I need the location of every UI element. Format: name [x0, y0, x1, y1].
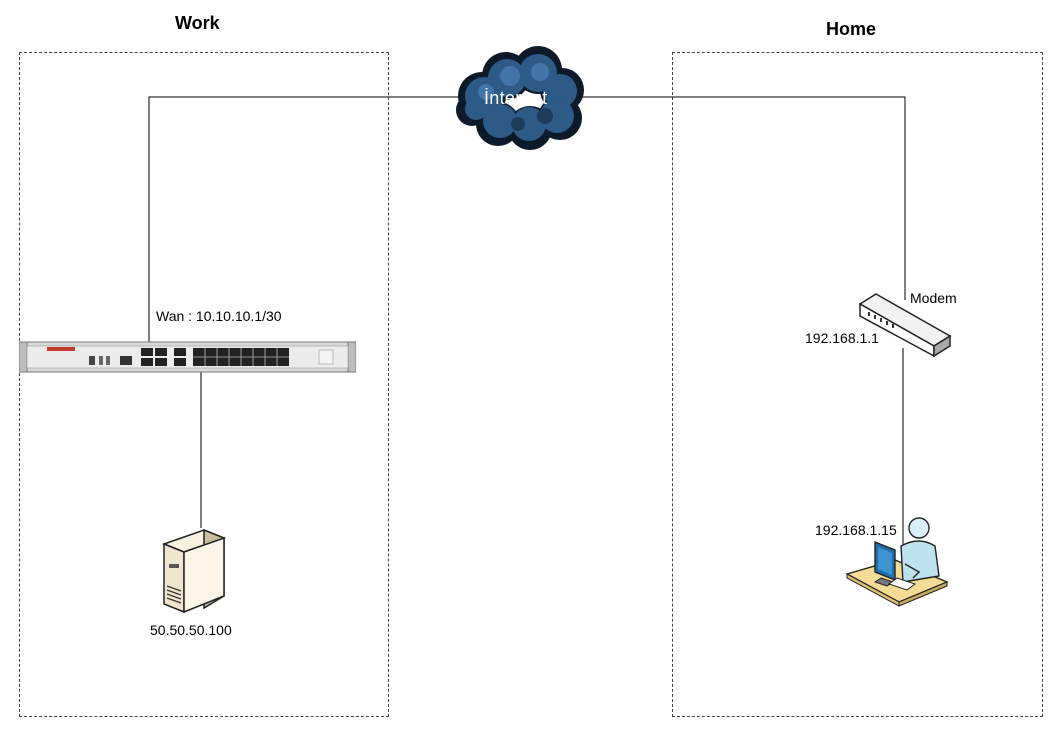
modem-name-label: Modem	[910, 290, 957, 306]
workstation-user-icon	[845, 517, 949, 607]
home-zone	[672, 52, 1043, 717]
work-zone-title: Work	[175, 13, 220, 33]
work-zone	[19, 52, 389, 717]
home-zone-title: Home	[826, 19, 877, 39]
workstation-ip-label: 192.168.1.15	[815, 522, 897, 538]
modem-ip-label: 192.168.1.1	[805, 330, 879, 346]
server-ip-label: 50.50.50.100	[150, 622, 232, 638]
internet-cloud-icon	[456, 46, 584, 150]
server-icon	[161, 528, 226, 614]
firewall-internet-link	[148, 96, 470, 345]
firewall-wan-label: Wan : 10.10.10.1/30	[156, 308, 282, 324]
internet-label: İnternet	[484, 88, 548, 108]
internet-modem-link	[578, 96, 906, 300]
modem-icon	[858, 293, 952, 358]
firewall-appliance-icon	[19, 341, 356, 373]
